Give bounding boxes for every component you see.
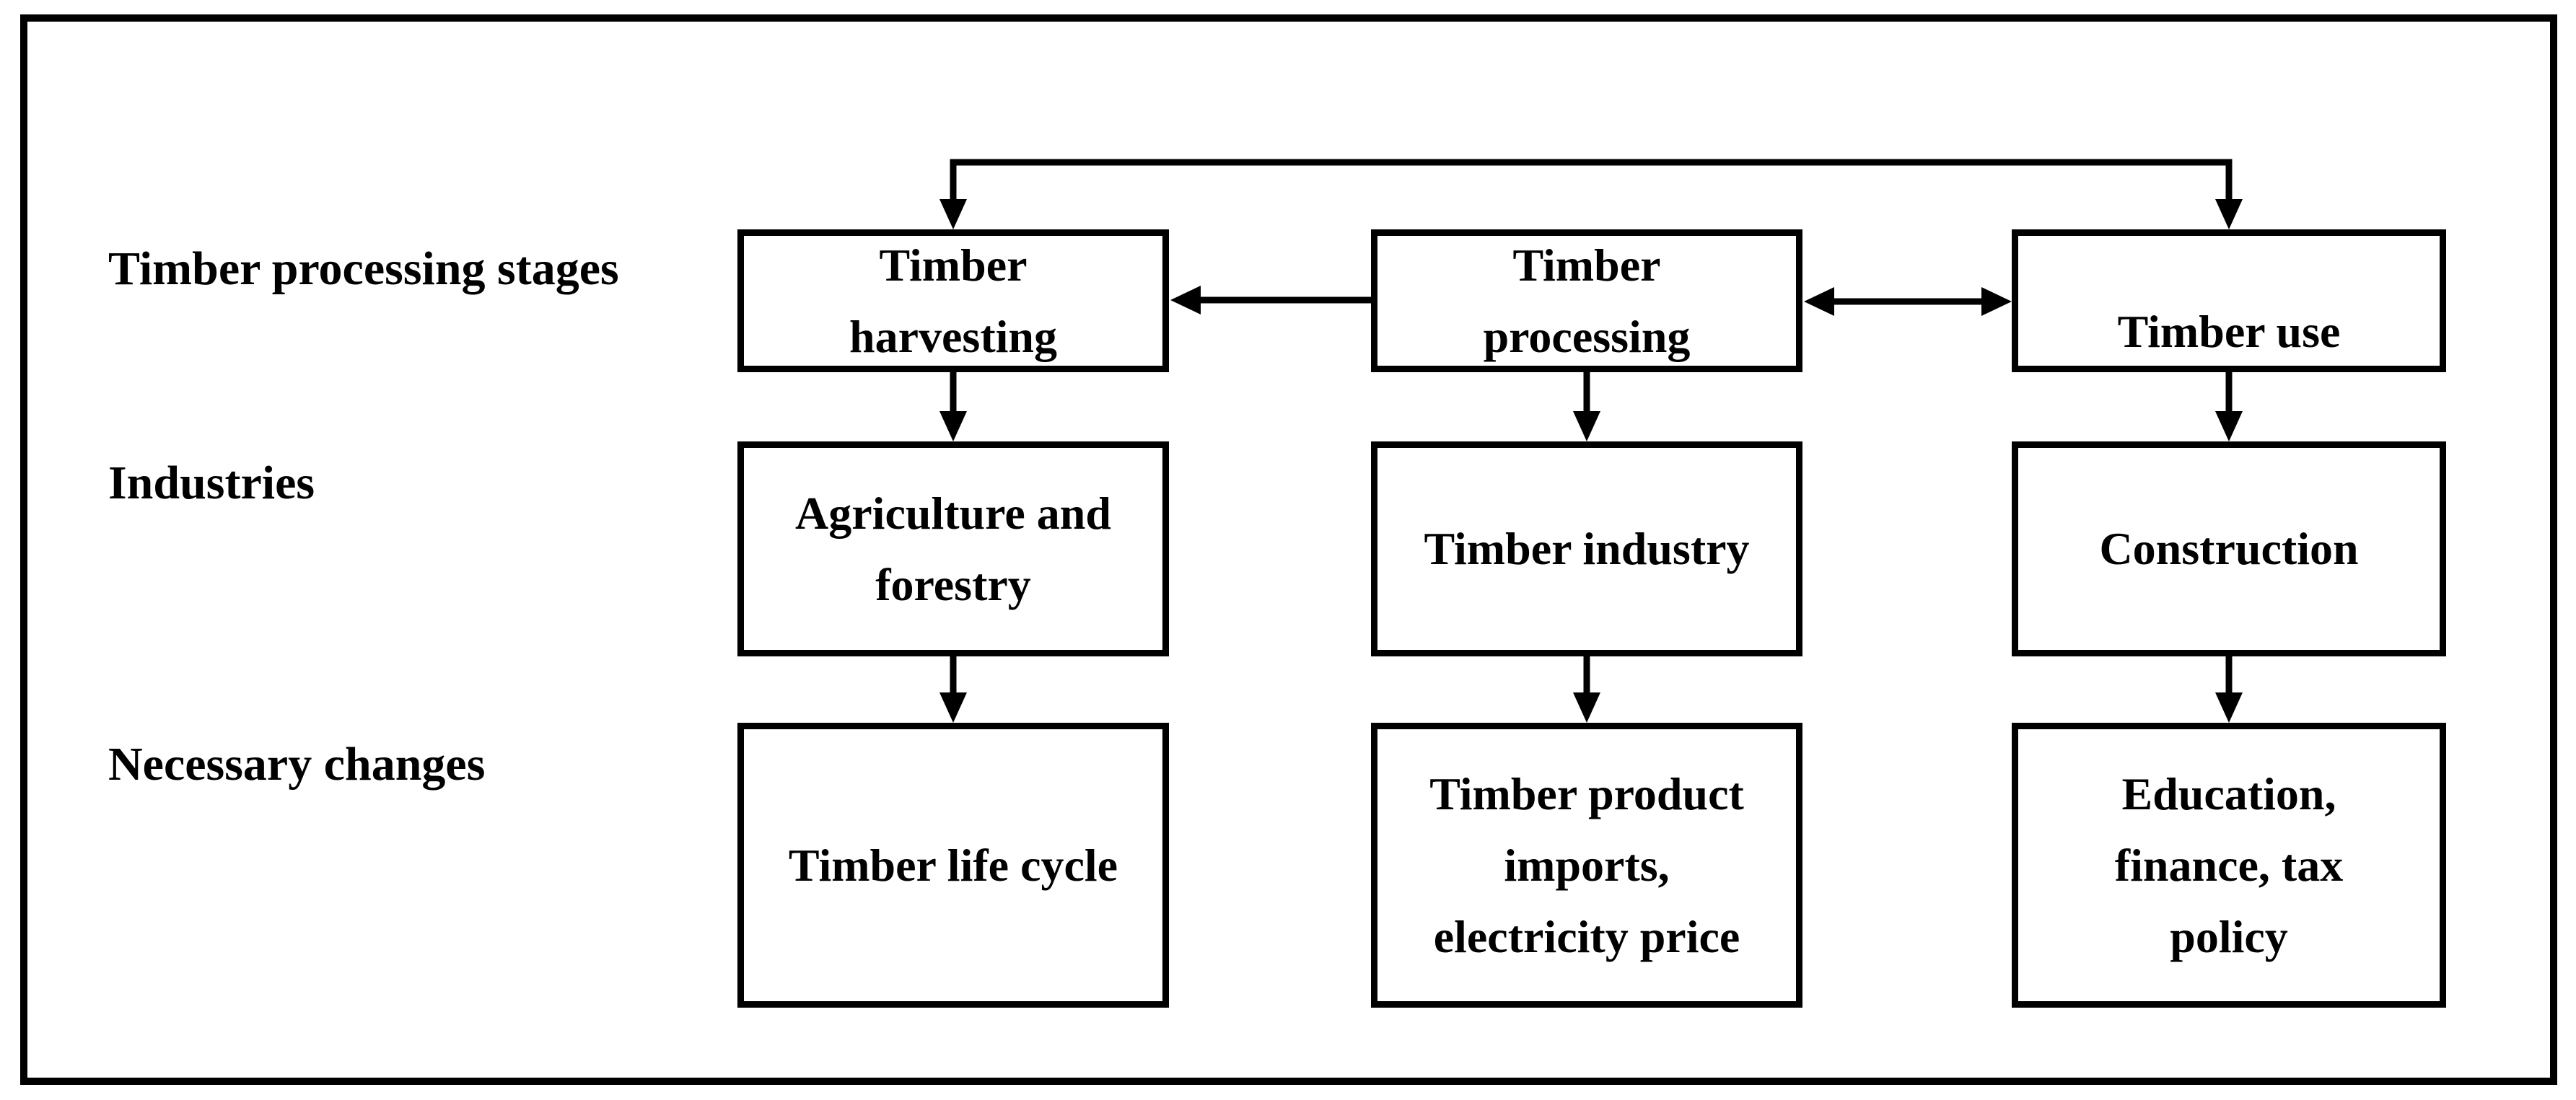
box-agriculture-forestry-label: Agriculture and forestry — [795, 487, 1111, 610]
box-imports-electricity: Timber product imports, electricity pric… — [1371, 723, 1802, 1008]
box-timber-life-cycle-label: Timber life cycle — [788, 839, 1118, 891]
box-imports-electricity-label: Timber product imports, electricity pric… — [1429, 767, 1744, 963]
row-label-necessary-changes: Necessary changes — [108, 738, 486, 791]
box-construction: Construction — [2012, 441, 2446, 656]
box-timber-use-label: Timber use — [2117, 305, 2341, 357]
box-timber-processing-label: Timber processing — [1483, 239, 1691, 362]
box-timber-harvesting: Timber harvesting — [737, 229, 1169, 372]
box-timber-industry: Timber industry — [1371, 441, 1802, 656]
box-timber-industry-label: Timber industry — [1424, 523, 1750, 575]
row-label-timber-processing-stages: Timber processing stages — [108, 242, 619, 295]
box-timber-processing: Timber processing — [1371, 229, 1802, 372]
row-label-industries: Industries — [108, 457, 315, 509]
box-timber-life-cycle: Timber life cycle — [737, 723, 1169, 1008]
box-education-finance-tax: Education, finance, tax policy — [2012, 723, 2446, 1008]
outer-border — [20, 14, 2557, 1085]
box-agriculture-forestry: Agriculture and forestry — [737, 441, 1169, 656]
box-timber-use: Timber use — [2012, 229, 2446, 372]
box-education-finance-tax-label: Education, finance, tax policy — [2114, 767, 2344, 963]
box-construction-label: Construction — [2099, 523, 2359, 575]
box-timber-harvesting-label: Timber harvesting — [849, 239, 1057, 362]
